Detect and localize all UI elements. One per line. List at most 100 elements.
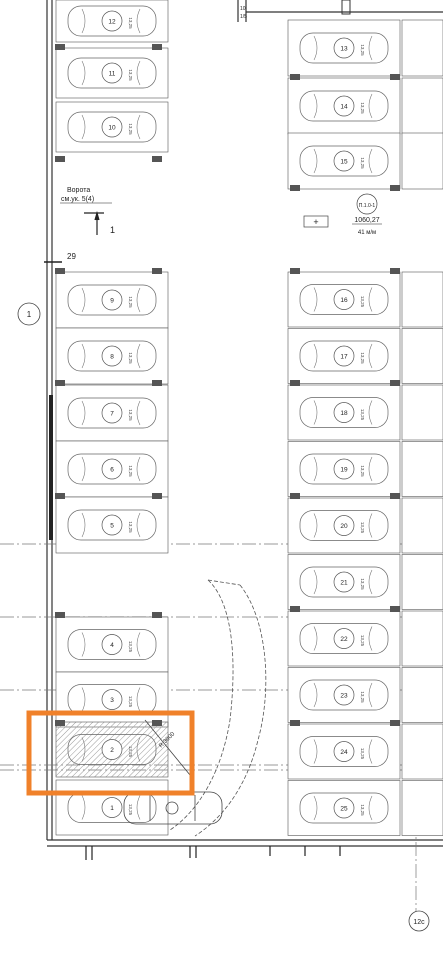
car-outline bbox=[299, 566, 389, 598]
column-block bbox=[390, 606, 400, 612]
edge-space bbox=[401, 328, 443, 384]
space-number-circle bbox=[101, 116, 123, 138]
space-number-circle bbox=[333, 150, 355, 172]
car-outline bbox=[299, 397, 389, 428]
parking-space-11: 11 13,25 bbox=[55, 47, 169, 99]
space-number: 17 bbox=[340, 354, 348, 361]
rear-window-line bbox=[136, 287, 141, 313]
windshield-line bbox=[313, 626, 318, 651]
space-number: 12 bbox=[108, 19, 116, 26]
bottom-openings bbox=[85, 846, 341, 860]
space-number: 1 bbox=[110, 805, 114, 812]
space-area: 13,25 bbox=[360, 804, 365, 816]
room-plus-sign: + bbox=[313, 217, 318, 227]
windshield-line bbox=[313, 569, 318, 595]
space-area: 13,25 bbox=[128, 69, 133, 81]
car-outline bbox=[299, 623, 389, 654]
space-number-circle bbox=[333, 95, 355, 117]
rear-window-line bbox=[368, 93, 373, 119]
column-block bbox=[152, 44, 162, 50]
space-area: 13,25 bbox=[128, 465, 133, 477]
section-number: 1 bbox=[110, 225, 115, 235]
space-number-circle bbox=[101, 739, 123, 760]
structural-columns bbox=[55, 44, 400, 726]
car-outline bbox=[67, 734, 157, 765]
column-block bbox=[55, 156, 65, 162]
space-number: 2 bbox=[110, 747, 114, 754]
car-outline bbox=[299, 90, 389, 122]
space-number-circle bbox=[333, 289, 355, 310]
windshield-line bbox=[313, 35, 318, 61]
space-number: 18 bbox=[340, 410, 348, 417]
space-number: 24 bbox=[340, 749, 348, 756]
edge-space bbox=[401, 132, 443, 190]
rear-window-line bbox=[368, 626, 373, 651]
windshield-line bbox=[313, 739, 318, 764]
space-number: 6 bbox=[110, 467, 114, 474]
top-mark-a: 10 bbox=[240, 6, 246, 12]
car-outline bbox=[67, 57, 157, 89]
car-outline bbox=[67, 340, 157, 372]
windshield-line bbox=[81, 400, 86, 426]
column-block bbox=[390, 185, 400, 191]
windshield-line bbox=[81, 114, 86, 140]
rear-window-line bbox=[368, 795, 373, 821]
column-block bbox=[152, 720, 162, 726]
thick-wall-segment bbox=[49, 395, 53, 540]
space-area: 13,25 bbox=[360, 157, 365, 169]
column-block bbox=[152, 612, 162, 618]
rear-window-line bbox=[136, 632, 141, 657]
rear-window-line bbox=[368, 456, 373, 482]
rear-window-line bbox=[136, 687, 141, 712]
space-area: 13,25 bbox=[128, 409, 133, 421]
space-number: 9 bbox=[110, 298, 114, 305]
column-block bbox=[55, 612, 65, 618]
column-block bbox=[152, 380, 162, 386]
space-number-circle bbox=[101, 514, 123, 536]
windshield-line bbox=[313, 400, 318, 425]
windshield-line bbox=[313, 456, 318, 482]
windshield-line bbox=[81, 632, 86, 657]
space-number: 7 bbox=[110, 411, 114, 418]
space-area: 13,25 bbox=[360, 748, 365, 760]
space-number: 11 bbox=[109, 71, 116, 78]
space-number-circle bbox=[333, 741, 355, 762]
space-area: 13,25 bbox=[360, 465, 365, 477]
space-outline bbox=[287, 271, 401, 328]
rear-window-line bbox=[136, 737, 141, 762]
space-area: 13,25 bbox=[128, 641, 133, 653]
edge-space bbox=[401, 441, 443, 497]
edge-space bbox=[401, 667, 443, 723]
rear-window-line bbox=[368, 343, 373, 369]
windshield-line bbox=[81, 287, 86, 313]
highlighted-space-frame bbox=[26, 710, 195, 796]
windshield-line bbox=[313, 343, 318, 369]
column-block bbox=[290, 606, 300, 612]
space-area: 13,25 bbox=[360, 522, 365, 534]
windshield-line bbox=[81, 737, 86, 762]
outer-walls bbox=[46, 0, 443, 847]
windshield-line bbox=[313, 287, 318, 312]
windshield-line bbox=[81, 343, 86, 369]
axis-bubble-1-label: 1 bbox=[27, 310, 32, 319]
space-number-circle bbox=[101, 797, 123, 818]
rear-window-line bbox=[136, 60, 141, 86]
space-number: 13 bbox=[340, 46, 348, 53]
edge-space bbox=[401, 497, 443, 554]
space-number-circle bbox=[333, 684, 355, 706]
edge-space bbox=[401, 610, 443, 667]
rear-window-line bbox=[368, 513, 373, 538]
